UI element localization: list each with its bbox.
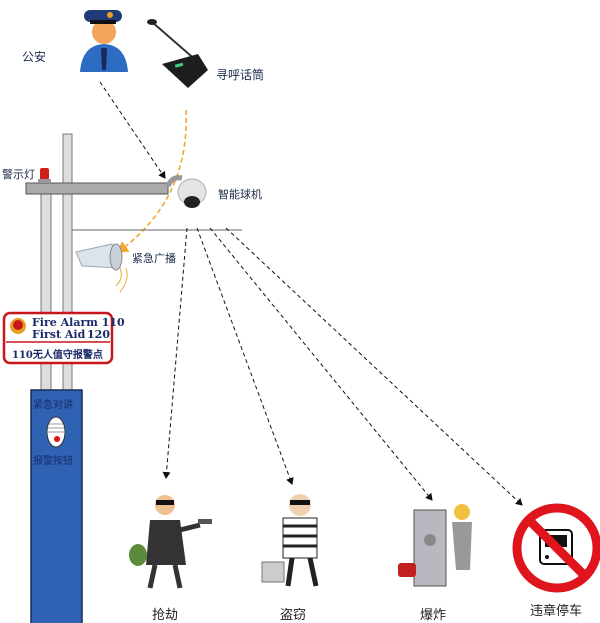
broadcast-label: 紧急广播 (132, 252, 176, 265)
alarm-sign (2, 311, 114, 365)
camera-label: 智能球机 (218, 188, 262, 201)
police-label: 公安 (22, 50, 47, 64)
emergency-call-box (30, 389, 83, 623)
warning-light-label: 警示灯 (2, 168, 35, 181)
explosion-icon (398, 504, 472, 587)
intercom-label: 紧急对讲 (33, 400, 73, 411)
police-officer-icon (80, 10, 128, 72)
no-parking-bus-icon (512, 503, 600, 593)
event-label-illegal-parking: 违章停车 (530, 604, 583, 619)
sign-caption: 110无人值守报警点 (12, 350, 103, 361)
loudspeaker-icon (75, 243, 128, 293)
thief-icon (261, 494, 319, 587)
event-label-theft: 盗窃 (280, 608, 307, 623)
event-label-explosion: 爆炸 (420, 608, 447, 623)
event-label-robbery: 抢劫 (152, 608, 179, 623)
camera-event-links (162, 227, 523, 506)
paging-mic-label: 寻呼话筒 (216, 68, 265, 82)
robber-icon (129, 495, 212, 589)
alarm-button-label: 报警按钮 (33, 456, 73, 467)
paging-microphone-icon (147, 19, 208, 88)
dome-camera-icon (165, 175, 207, 208)
warning-light-icon (38, 168, 51, 183)
police-camera-link (99, 81, 166, 179)
broadcast-path (116, 109, 187, 253)
sign-fire-alarm: Fire Alarm 110 (32, 316, 125, 329)
